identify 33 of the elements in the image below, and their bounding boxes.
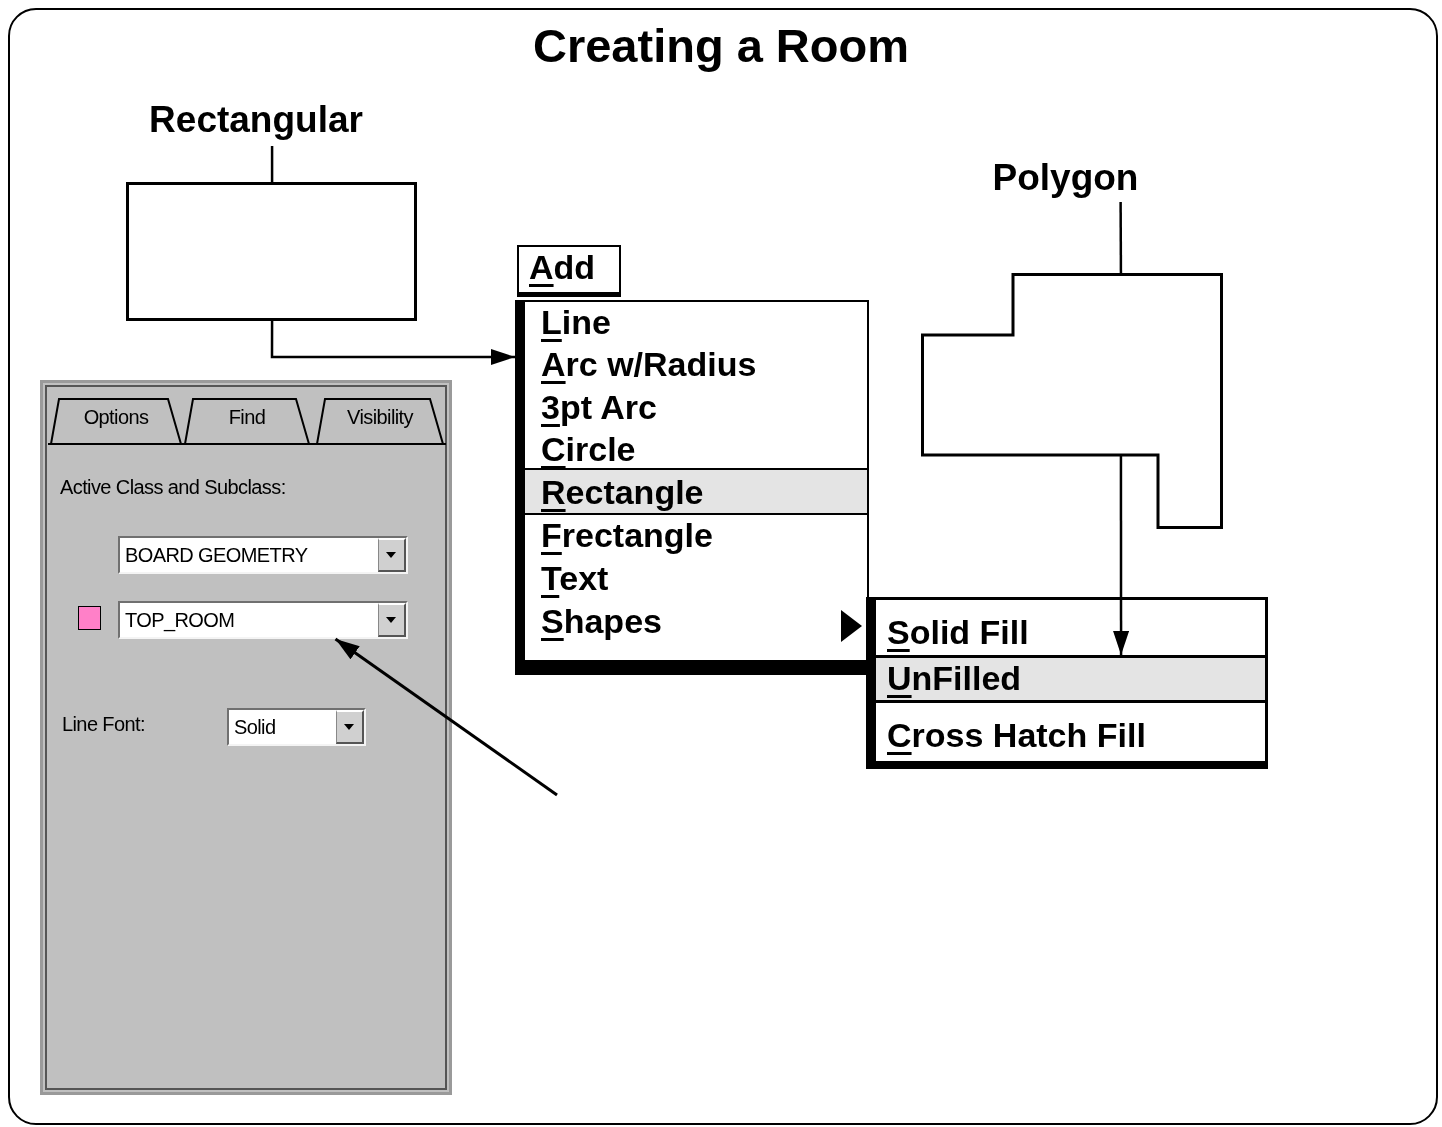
dropdown-menu: [515, 300, 869, 675]
title: Creating a Room: [531, 18, 910, 74]
heading-label: Polygon: [983, 154, 1148, 202]
menu-item: Circle: [525, 429, 867, 468]
field-label: Line Font:: [62, 713, 145, 736]
menu-item: Text: [525, 558, 867, 601]
leader-line: [1119, 202, 1123, 273]
leader-line: [270, 146, 274, 182]
menu-item: 3pt Arc: [525, 387, 867, 429]
options-panel: [40, 380, 452, 1095]
menu-item-highlighted: Rectangle: [525, 468, 867, 515]
tab: Options: [50, 396, 182, 444]
tab: Find: [184, 396, 310, 444]
menu-item: Line: [525, 302, 867, 344]
dropdown-field: BOARD GEOMETRY: [118, 536, 408, 574]
arrow: [1113, 455, 1130, 655]
menu-item: Arc w/Radius: [525, 344, 867, 387]
menu-item-highlighted: UnFilled: [876, 655, 1265, 703]
menu-item: Cross Hatch Fill: [876, 703, 1265, 758]
field-label: Active Class and Subclass:: [60, 476, 286, 499]
arrow: [270, 321, 515, 365]
heading-label: Rectangular: [136, 96, 376, 146]
menu-title: Add: [517, 245, 621, 297]
dropdown-field: TOP_ROOM: [118, 601, 408, 639]
rectangle-shape: [126, 182, 417, 321]
submenu: [866, 597, 1268, 769]
menu-item: Frectangle: [525, 515, 867, 558]
menu-item: Solid Fill: [876, 600, 1265, 655]
polygon-shape: [921, 273, 1223, 529]
tab: Visibility: [316, 396, 444, 444]
menu-item: Shapes: [525, 601, 837, 657]
dropdown-field: Solid: [227, 708, 366, 746]
arrow: [334, 637, 558, 797]
